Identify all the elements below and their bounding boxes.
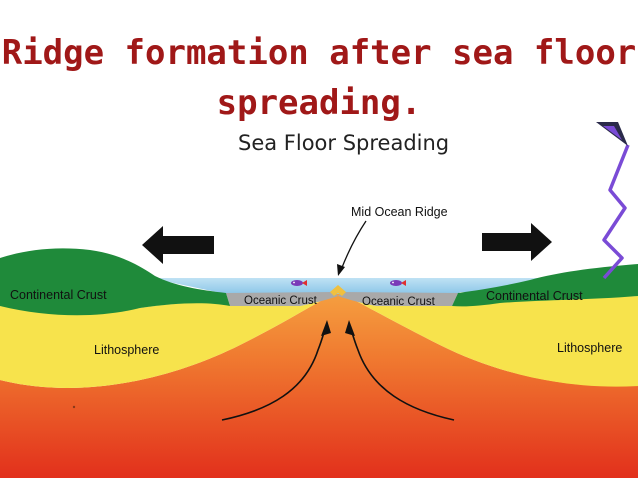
diagram-title: Sea Floor Spreading	[238, 131, 450, 155]
lightning-bolt-icon	[602, 144, 630, 280]
magma-flow-arrow-head-right	[345, 320, 355, 336]
label-continental-crust-right: Continental Crust	[486, 289, 583, 303]
lightning-bolt-tip	[596, 122, 628, 146]
label-lithosphere-right: Lithosphere	[557, 341, 622, 355]
label-continental-crust-left: Continental Crust	[10, 288, 107, 302]
oceanic-crust-layer	[226, 292, 458, 306]
lithosphere-layer	[0, 292, 638, 388]
mid-ocean-ridge-pointer-head	[337, 264, 345, 276]
magma-flow-arrow-head-left	[321, 320, 331, 336]
slide-title-line-1: Ridge formation after sea floor	[1, 33, 637, 73]
mid-ocean-ridge-pointer	[340, 220, 367, 271]
slide-title: Ridge formation after sea floor spreadin…	[0, 28, 638, 128]
ocean-water	[150, 278, 560, 294]
continental-crust-left	[0, 248, 230, 316]
label-oceanic-crust-right: Oceanic Crust	[362, 296, 436, 308]
mantle-layer	[0, 292, 638, 478]
label-mid-ocean-ridge: Mid Ocean Ridge	[351, 205, 448, 219]
arrow-right-icon	[482, 223, 552, 261]
label-lithosphere-left: Lithosphere	[94, 343, 159, 357]
slide-title-line-2: spreading.	[216, 83, 422, 123]
fish-icon	[291, 280, 307, 286]
arrow-left-icon	[142, 226, 214, 264]
label-oceanic-crust-left: Oceanic Crust	[244, 295, 318, 307]
lightning-bolt-tip-inner	[603, 126, 622, 140]
ridge-crest	[330, 285, 346, 296]
sediment-dot	[72, 405, 76, 409]
continental-crust-right	[452, 264, 638, 307]
fish-icon	[390, 280, 406, 286]
